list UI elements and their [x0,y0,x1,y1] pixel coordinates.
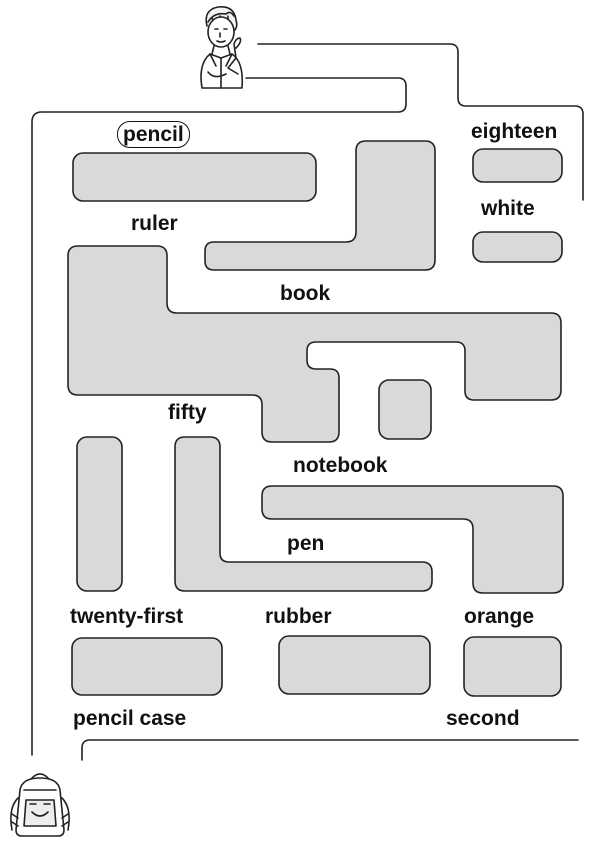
schoolbag-icon [10,773,70,837]
word-ruler[interactable]: ruler [131,212,178,235]
word-book[interactable]: book [280,282,331,305]
word-twenty-first[interactable]: twenty-first [70,605,184,628]
maze-block [71,637,223,696]
maze-wall-top-right [257,43,584,201]
maze-block [463,636,562,697]
maze-block [204,140,436,271]
maze-block [76,436,123,592]
maze-wall-entrance [31,77,407,756]
boy-icon [200,5,244,89]
word-rubber[interactable]: rubber [265,605,332,628]
maze-block [472,148,563,183]
word-pencil-case[interactable]: pencil case [73,707,187,730]
maze-block [278,635,431,695]
maze-block [72,152,317,202]
maze-wall-bottom [81,739,579,761]
word-pencil[interactable]: pencil [117,121,190,148]
word-eighteen[interactable]: eighteen [471,120,558,143]
word-notebook[interactable]: notebook [293,454,388,477]
word-second[interactable]: second [446,707,520,730]
word-white[interactable]: white [481,197,535,220]
maze-block [67,245,562,443]
word-fifty[interactable]: fifty [168,401,207,424]
maze-block [378,379,432,440]
maze-block [261,485,564,594]
word-pen[interactable]: pen [287,532,325,555]
maze-block [472,231,563,263]
word-orange[interactable]: orange [464,605,535,628]
maze-block [174,436,433,592]
